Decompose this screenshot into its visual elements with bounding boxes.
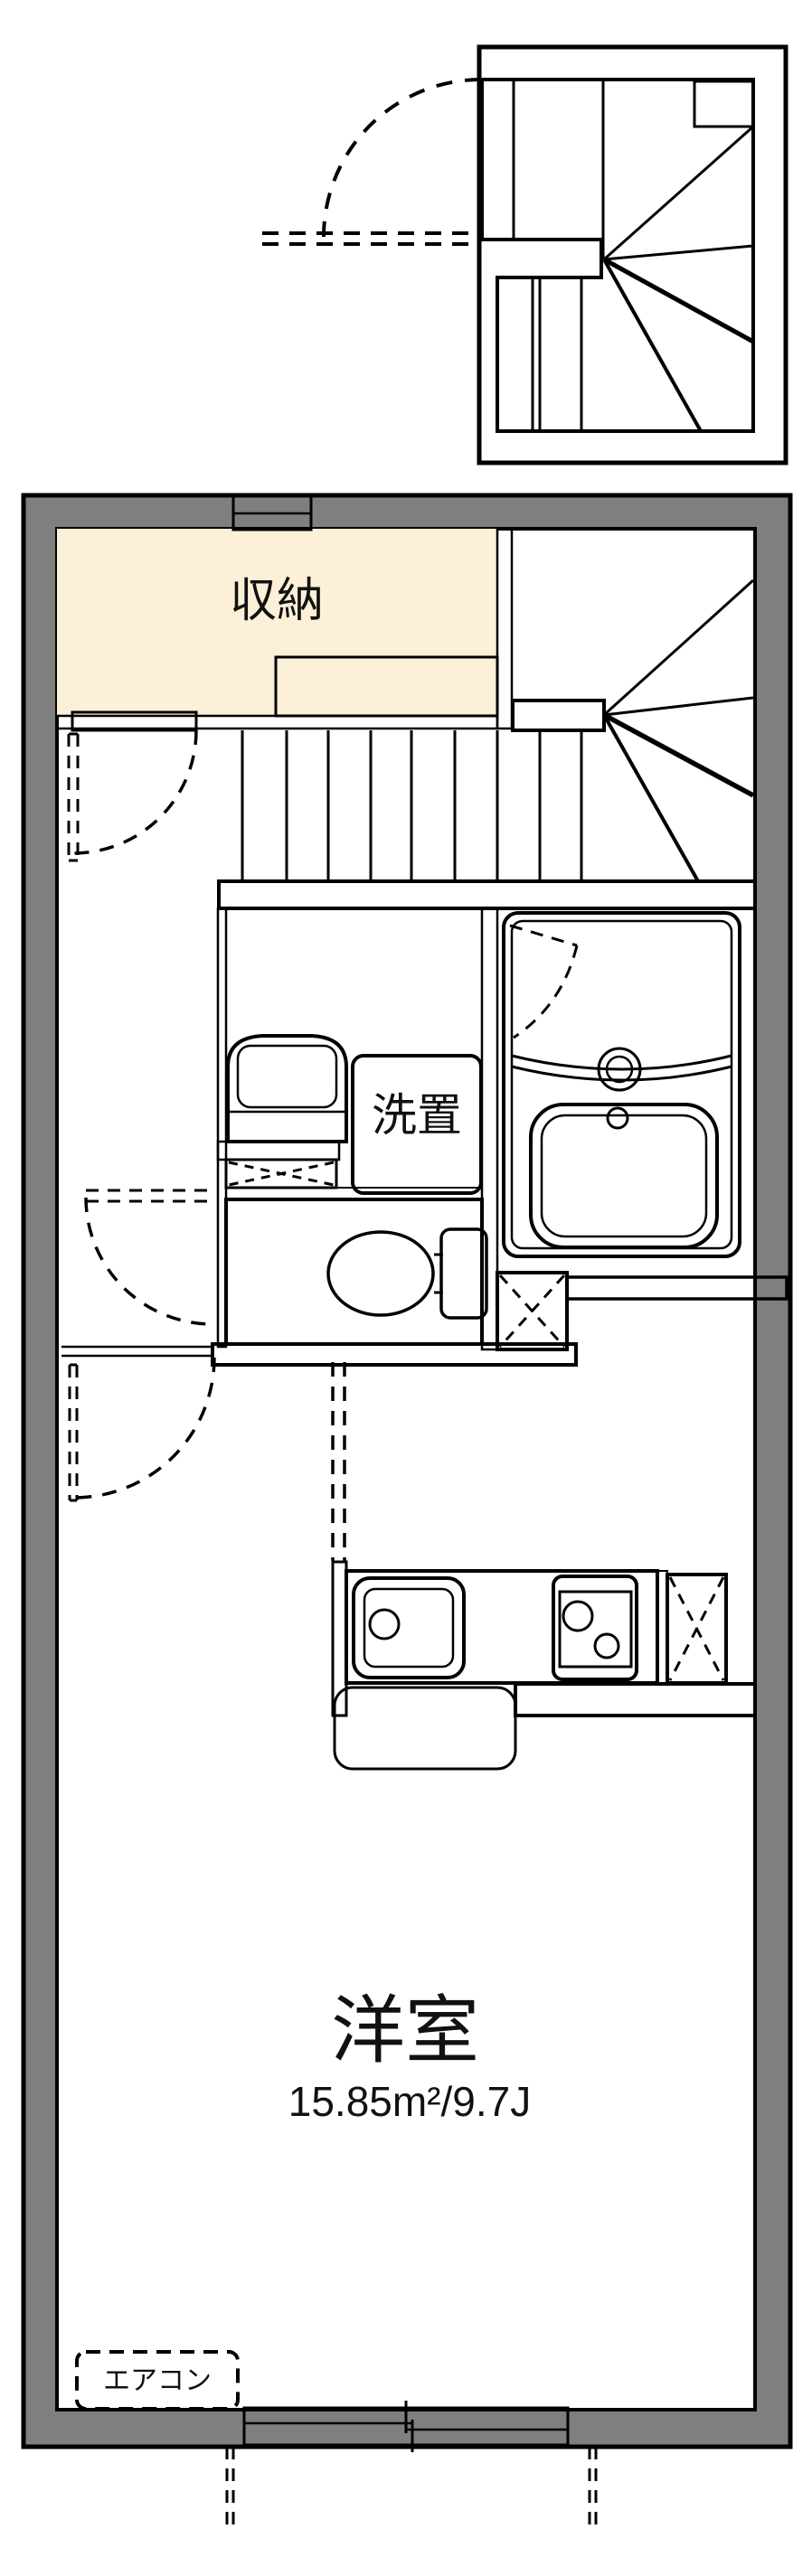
- staircase: [217, 578, 757, 910]
- winder-tread: [602, 714, 700, 882]
- toilet-bowl: [326, 1230, 435, 1317]
- sanitary-bottom-wall: [211, 1342, 578, 1367]
- door-swing-arc: [322, 78, 482, 238]
- bath-counter: [511, 1065, 732, 1082]
- stove-top: [558, 1590, 633, 1669]
- upper-stair-closet: [693, 80, 755, 128]
- washbasin-bowl: [236, 1044, 338, 1109]
- door-swing-arc: [72, 729, 198, 855]
- bathtub: [529, 1103, 719, 1249]
- bathtub-inner: [540, 1114, 708, 1238]
- kitchen: [331, 1362, 757, 1771]
- sink-drain: [368, 1608, 401, 1641]
- stove-burner: [593, 1632, 620, 1659]
- kitchen-sink-inner: [363, 1587, 455, 1669]
- bath-drain: [606, 1106, 629, 1130]
- upper-stair-walls: [477, 44, 788, 465]
- room-area-label: 15.85m²/9.7J: [288, 2078, 531, 2125]
- washroom: 洗置: [216, 907, 499, 1351]
- kitchen-sink: [352, 1576, 466, 1679]
- winder-tread: [603, 125, 754, 261]
- winder-tread: [603, 244, 754, 261]
- storage-label: 収納: [230, 575, 324, 627]
- counter-front: [333, 1686, 517, 1771]
- shaft-x-mark: [228, 1161, 335, 1187]
- upper-stair-section: [262, 44, 788, 465]
- stove: [552, 1575, 638, 1681]
- western-room-label: 洋室: [331, 1990, 479, 2073]
- folding-door-dashed: [509, 924, 578, 947]
- window-bottom: [225, 2401, 598, 2531]
- bath-counter: [511, 1054, 732, 1071]
- room-entry-door: [68, 1357, 216, 1502]
- door-swing-arc: [73, 1357, 216, 1500]
- storage-room: 収納: [55, 527, 514, 862]
- aircon-box: [75, 2350, 240, 2411]
- toilet-room: [61, 1187, 578, 1367]
- unit-bath: [502, 911, 741, 1258]
- aircon-label: エアコン: [103, 2366, 212, 2396]
- bath-faucet-inner: [605, 1055, 634, 1084]
- shaft-x-mark: [498, 1274, 566, 1349]
- bath-faucet: [597, 1047, 642, 1092]
- shaft-box: [496, 1271, 569, 1351]
- shaft-x-mark: [668, 1576, 725, 1681]
- winder-tread: [602, 257, 755, 344]
- bathroom: [496, 911, 788, 1351]
- storage-right-wall: [496, 527, 514, 730]
- western-room: 洋室 15.85m²/9.7J: [288, 1990, 531, 2126]
- aircon: エアコン: [75, 2350, 240, 2411]
- main-floor-section: 収納: [21, 493, 793, 2531]
- winder-tread: [602, 259, 703, 432]
- toilet-tank: [439, 1227, 488, 1320]
- wall-below-bath: [565, 1275, 788, 1301]
- door-swing-arc: [84, 1197, 213, 1326]
- stove-burner: [562, 1600, 594, 1632]
- washbasin: [226, 1034, 348, 1143]
- perimeter-outline: [21, 493, 793, 2449]
- storage-door-leaf: [71, 710, 198, 732]
- washer-space: [351, 1054, 483, 1195]
- winder-tread: [603, 696, 754, 717]
- winder-tread: [602, 578, 755, 717]
- winder-tread: [602, 712, 755, 798]
- washer-label: 洗置: [372, 1090, 462, 1141]
- window-top: [231, 494, 313, 531]
- upper-stair-floor: [480, 78, 755, 433]
